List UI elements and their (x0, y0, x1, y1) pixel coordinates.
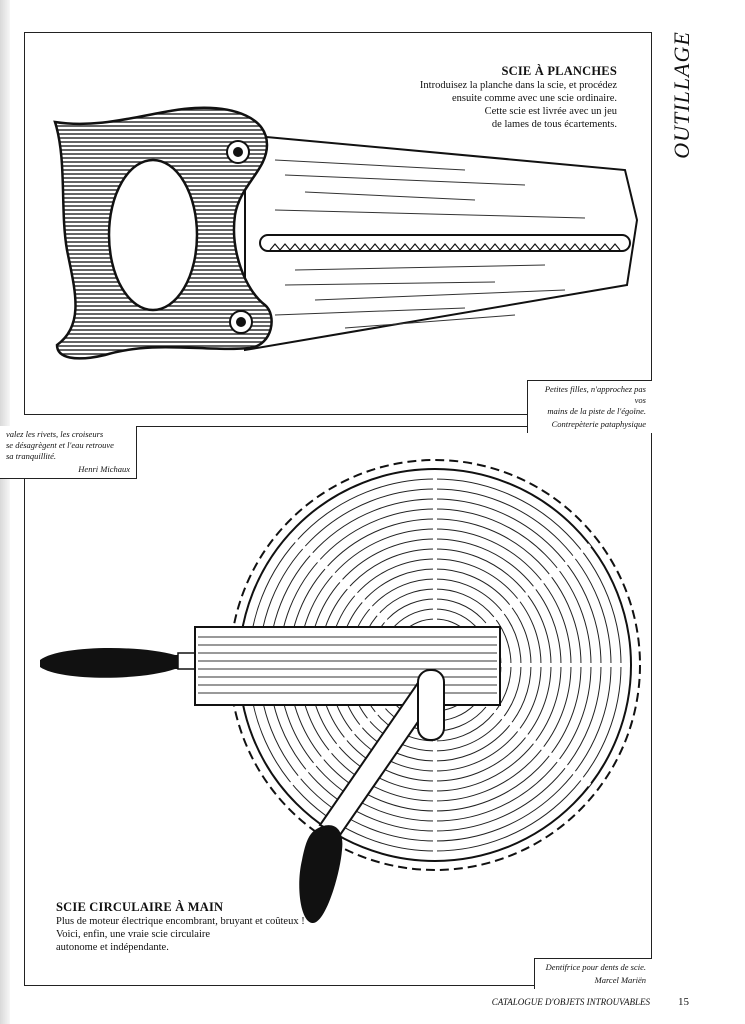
quote-top-right: Petites filles, n'approchez pas vos main… (527, 380, 652, 433)
bottom-line-3: autonome et indépendante. (56, 942, 169, 953)
bottom-section-title: SCIE CIRCULAIRE À MAIN (56, 900, 224, 914)
top-line-2: ensuite comme avec une scie ordinaire. (451, 93, 617, 104)
quote-left-line-3: sa tranquillité. (6, 451, 57, 461)
bottom-description: SCIE CIRCULAIRE À MAIN Plus de moteur él… (56, 900, 316, 954)
quote-left-line-1: valez les rivets, les croiseurs (6, 429, 104, 439)
quote-bottom-right: Dentifrice pour dents de scie. Marcel Ma… (534, 958, 652, 989)
quote-top-right-author: Contrepèterie pataphysique (551, 419, 646, 429)
section-tag: OUTILLAGE (669, 30, 694, 160)
top-description: SCIE À PLANCHES Introduisez la planche d… (377, 64, 617, 131)
bottom-frame (24, 426, 652, 986)
quote-left: valez les rivets, les croiseurs se désag… (0, 426, 137, 479)
quote-left-line-2: se désagrègent et l'eau retrouve (6, 440, 114, 450)
catalogue-title: CATALOGUE D'OBJETS INTROUVABLES (491, 997, 650, 1007)
quote-bottom-right-author: Marcel Mariën (594, 975, 646, 985)
bottom-line-2: Voici, enfin, une vraie scie circulaire (56, 929, 211, 940)
quote-top-right-line-2: mains de la piste de l'égoïne. (547, 406, 646, 416)
page-edge (0, 0, 10, 1024)
page-number: 15 (678, 996, 689, 1008)
circular-saw-illustration-icon (40, 459, 641, 924)
top-frame (24, 32, 652, 415)
section-tag-label: OUTILLAGE (669, 31, 694, 159)
top-line-3: Cette scie est livrée avec un jeu (484, 106, 617, 117)
top-line-1: Introduisez la planche dans la scie, et … (419, 80, 617, 91)
quote-left-author: Henri Michaux (78, 464, 130, 474)
top-section-title: SCIE À PLANCHES (501, 64, 617, 78)
bottom-line-1: Plus de moteur électrique encombrant, br… (56, 916, 305, 927)
page-footer: CATALOGUE D'OBJETS INTROUVABLES 15 (492, 996, 689, 1008)
hand-saw-illustration-icon (53, 106, 639, 360)
quote-top-right-line-1: Petites filles, n'approchez pas vos (544, 384, 646, 405)
top-line-4: de lames de tous écartements. (491, 119, 617, 130)
quote-bottom-right-line-1: Dentifrice pour dents de scie. (545, 962, 646, 972)
